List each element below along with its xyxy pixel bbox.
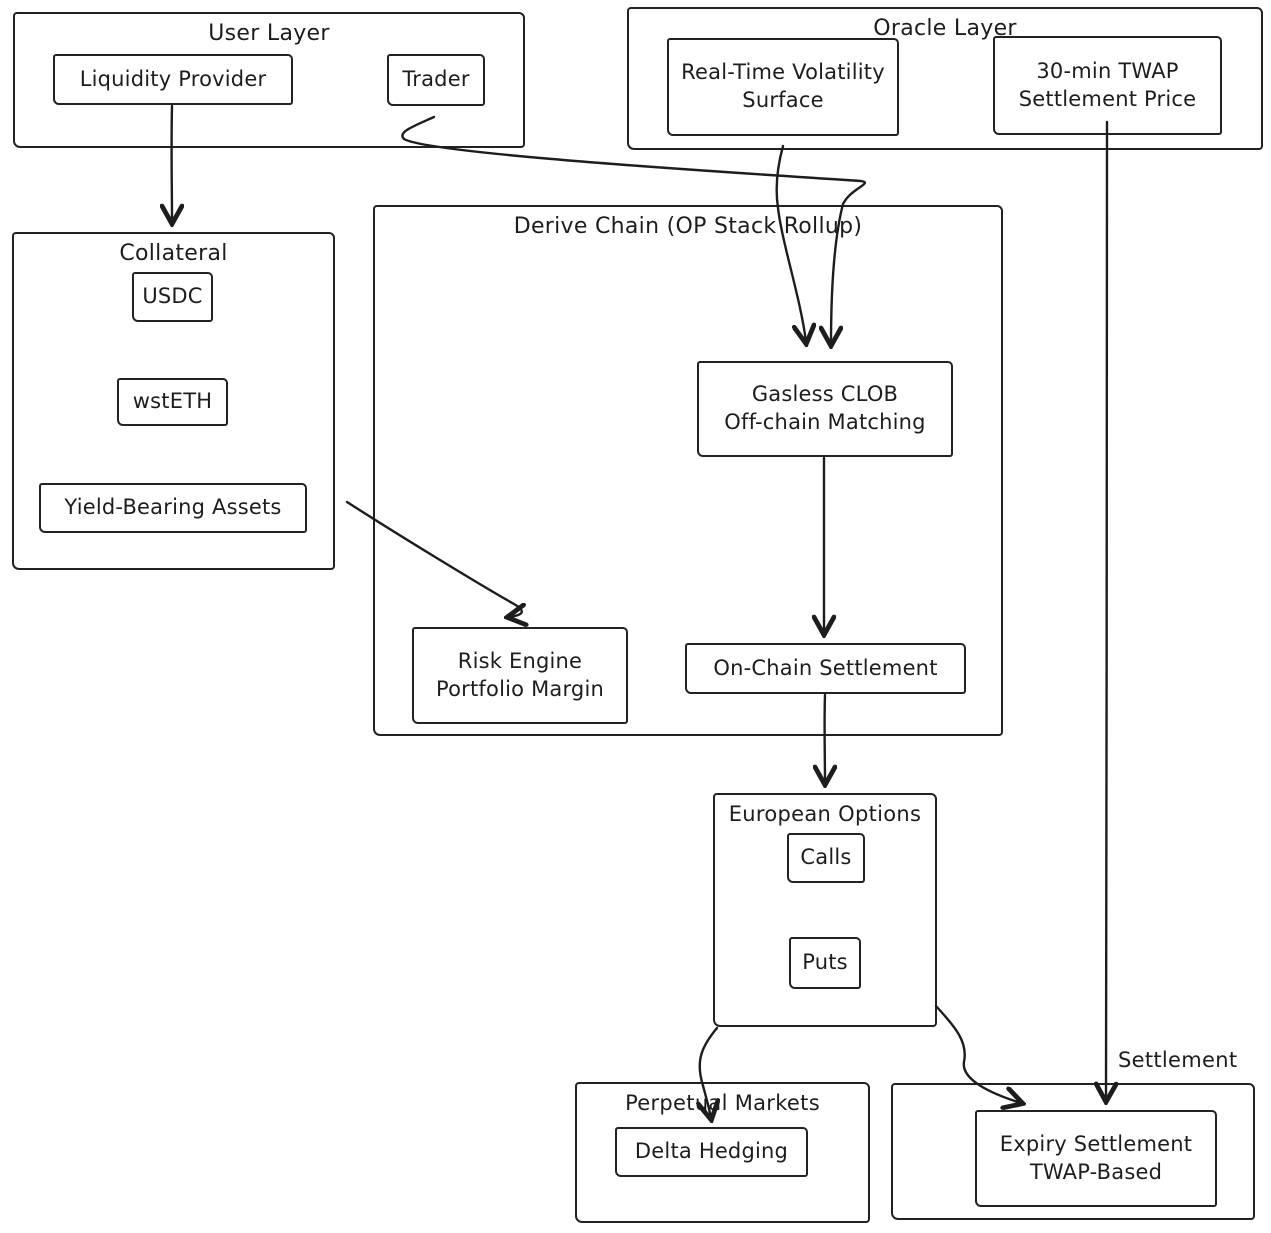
expiry-settlement-node: Expiry Settlement TWAP-Based [975, 1110, 1217, 1207]
liquidity-provider-node: Liquidity Provider [53, 54, 293, 105]
gasless-clob-node: Gasless CLOB Off-chain Matching [697, 361, 953, 457]
oracle-layer-group: Oracle Layer [627, 7, 1263, 150]
european-options-group: European Options [713, 793, 937, 1027]
perpetual-markets-group: Perpetual Markets [575, 1082, 870, 1223]
delta-hedging-label: Delta Hedging [634, 1139, 789, 1164]
collateral-title: Collateral [119, 241, 228, 266]
wsteth-node: wstETH [117, 378, 228, 426]
settlement-group [891, 1083, 1255, 1220]
european-options-title: European Options [728, 802, 922, 826]
gasless-clob-line1: Gasless CLOB [751, 382, 899, 407]
twap-price-node: 30-min TWAP Settlement Price [993, 36, 1222, 135]
expiry-settlement-line1: Expiry Settlement [999, 1131, 1193, 1156]
calls-node: Calls [787, 833, 865, 883]
yield-bearing-assets-node: Yield-Bearing Assets [39, 483, 307, 533]
gasless-clob-line2: Off-chain Matching [724, 410, 926, 434]
volatility-surface-line2: Surface [742, 88, 824, 112]
volatility-surface-node: Real-Time Volatility Surface [667, 38, 899, 136]
volatility-surface-line1: Real-Time Volatility [681, 60, 885, 85]
wsteth-label: wstETH [132, 389, 213, 414]
delta-hedging-node: Delta Hedging [615, 1127, 808, 1177]
twap-price-line1: 30-min TWAP [1036, 58, 1179, 83]
trader-label: Trader [402, 67, 470, 92]
calls-label: Calls [800, 845, 852, 870]
risk-engine-line1: Risk Engine [457, 648, 583, 673]
onchain-settlement-label: On-Chain Settlement [713, 655, 938, 680]
settlement-group-label: Settlement [1118, 1048, 1238, 1072]
twap-price-line2: Settlement Price [1018, 86, 1197, 111]
expiry-settlement-line2: TWAP-Based [1029, 1159, 1163, 1184]
user-layer-title: User Layer [208, 21, 330, 46]
trader-node: Trader [387, 54, 485, 106]
usdc-node: USDC [132, 272, 213, 322]
usdc-label: USDC [142, 284, 203, 309]
puts-node: Puts [789, 937, 861, 989]
arrow-twap-to-expiry [1106, 120, 1107, 1100]
oracle-layer-title: Oracle Layer [873, 16, 1017, 41]
user-layer-group: User Layer [13, 12, 525, 148]
onchain-settlement-node: On-Chain Settlement [685, 643, 966, 694]
liquidity-provider-label: Liquidity Provider [79, 66, 267, 91]
yield-bearing-assets-label: Yield-Bearing Assets [64, 495, 282, 520]
collateral-group: Collateral [12, 232, 335, 570]
perpetual-markets-title: Perpetual Markets [625, 1091, 820, 1115]
puts-label: Puts [802, 950, 848, 975]
risk-engine-line2: Portfolio Margin [436, 676, 604, 701]
derive-chain-title: Derive Chain (OP Stack Rollup) [513, 214, 863, 239]
risk-engine-node: Risk Engine Portfolio Margin [412, 627, 628, 724]
